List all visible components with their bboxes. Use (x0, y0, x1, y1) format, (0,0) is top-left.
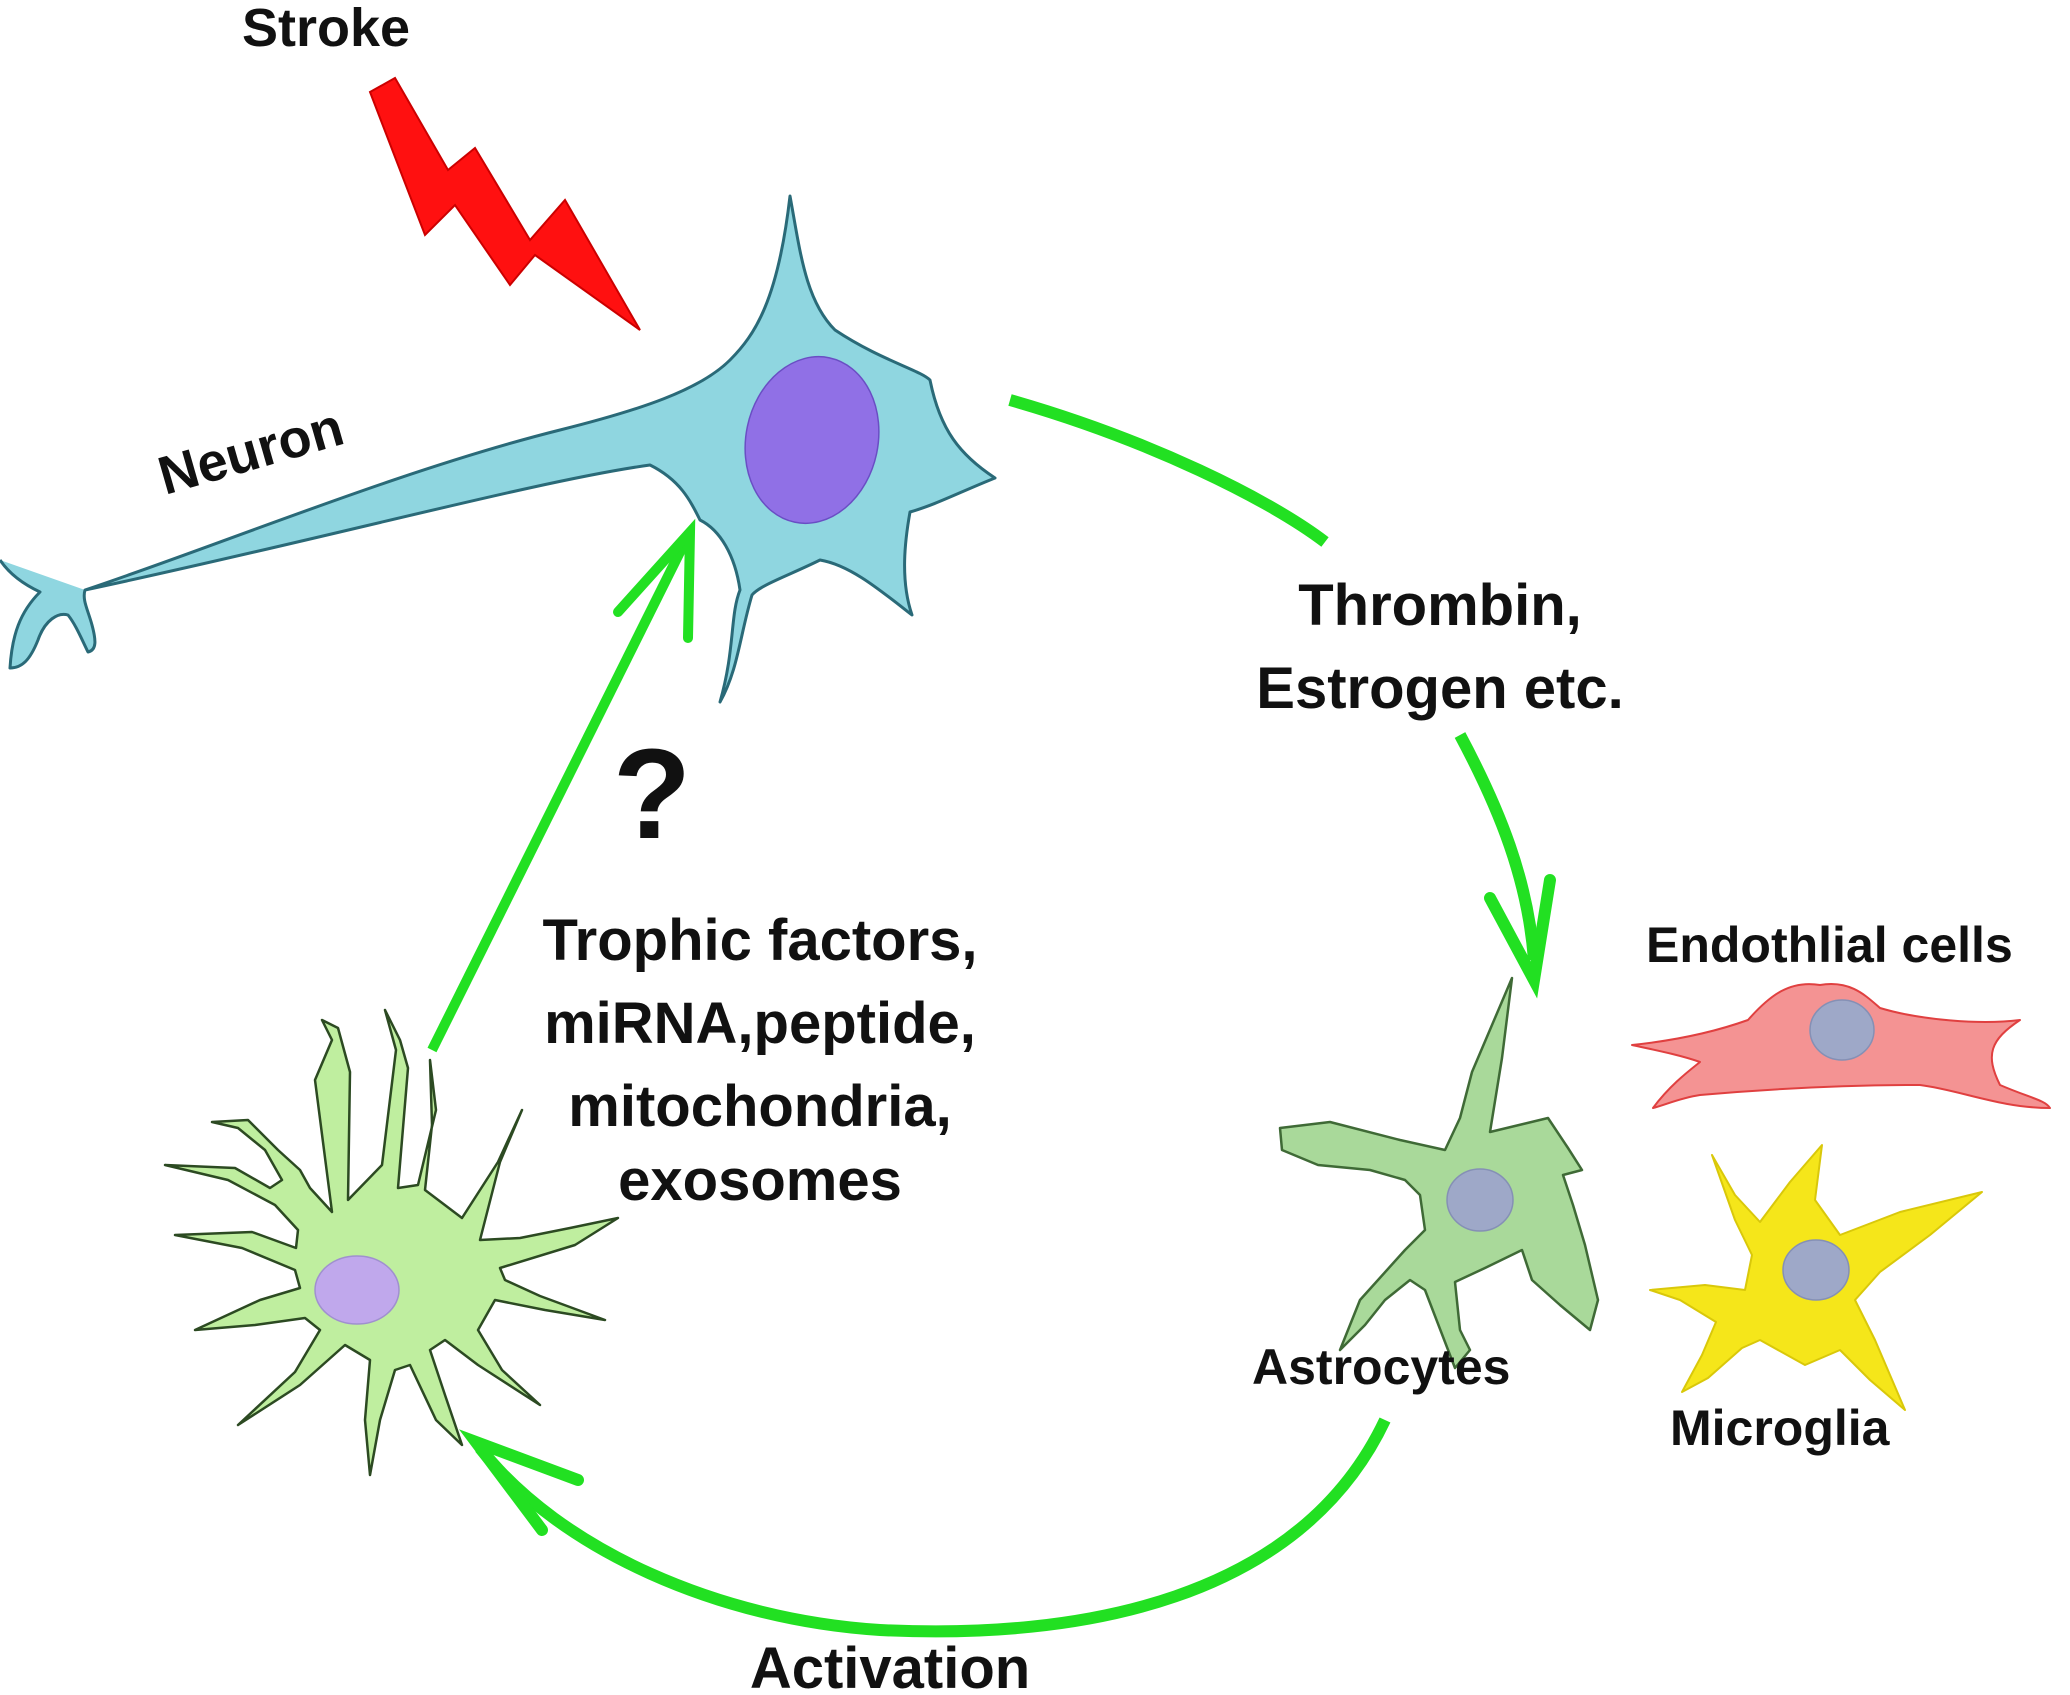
endothelial-nucleus (1809, 999, 1875, 1061)
neuron-label: Neuron (152, 397, 350, 507)
astrocyte-cell (1278, 976, 1600, 1370)
arrowhead-astrocytes (1484, 874, 1556, 999)
stroke-label: Stroke (242, 0, 410, 58)
factors-line-1: Trophic factors, (542, 908, 977, 973)
astrocytes-label: Astrocytes (1252, 1339, 1510, 1395)
arrowhead-neuron (613, 518, 696, 643)
neuron-nucleus (744, 355, 880, 525)
endothelial-cell (1631, 983, 2051, 1109)
neuron-body (0, 194, 997, 704)
microglia-label: Microglia (1670, 1400, 1891, 1456)
question-mark: ? (613, 723, 691, 866)
factors-line-2: miRNA,peptide, (544, 991, 976, 1056)
arrow-signal-to-astrocytes (1454, 732, 1540, 961)
arrow-to-neuron (427, 537, 691, 1053)
astrocyte-nucleus (1446, 1168, 1514, 1232)
arrowhead-activation (458, 1429, 584, 1536)
activated-astrocyte-nucleus (314, 1255, 400, 1325)
arrow-neuron-to-signal (1008, 394, 1329, 547)
lightning-bolt-icon (368, 76, 641, 331)
microglia-cell (1649, 1144, 1983, 1411)
activated-astrocyte (163, 1008, 620, 1477)
factors-line-3: mitochondria, (568, 1074, 951, 1139)
arrow-activation (475, 1417, 1391, 1638)
microglia-nucleus (1782, 1239, 1850, 1301)
endothelial-label: Endothlial cells (1646, 917, 2013, 973)
activated-astrocyte-body (163, 1008, 620, 1477)
thrombin-label: Thrombin, (1298, 573, 1582, 638)
astrocyte-body (1278, 976, 1600, 1370)
neuron-cell (0, 194, 997, 704)
activation-label: Activation (750, 1636, 1030, 1695)
factors-line-4: exosomes (618, 1148, 902, 1213)
estrogen-label: Estrogen etc. (1256, 656, 1623, 721)
